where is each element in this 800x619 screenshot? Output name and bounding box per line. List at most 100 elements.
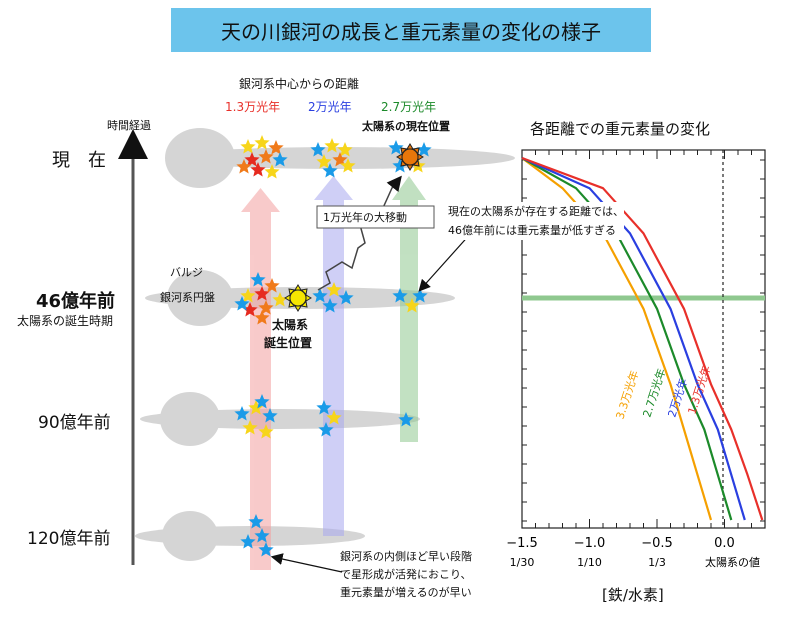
star-icon [326,282,342,297]
radius-label-2: 2万光年 [308,100,352,114]
series-line-2 [521,156,746,521]
epoch-120: 120億年前 [27,529,111,549]
star-icon [264,278,280,293]
star-icon [272,292,288,307]
chart-xlabel: [鉄/水素] [602,586,664,604]
star-icon [240,288,256,303]
sun-current-icon [396,143,424,171]
star-icon [240,534,256,549]
column-2 [323,198,344,536]
star-icon [254,394,270,409]
chart-title: 各距離での重元素量の変化 [530,120,711,138]
star-icon [254,135,270,150]
annotation-line-2: 46億年前には重元素量が低すぎる [448,224,616,237]
title-text: 天の川銀河の成長と重元素量の変化の様子 [221,19,601,44]
stars-past [234,272,428,557]
star-icon [340,158,356,173]
epoch-46-sub: 太陽系の誕生時期 [17,314,114,328]
column-2.7 [400,198,418,442]
x-tick-label: −1.0 [574,536,606,551]
inner-note-line-1: 銀河系の内側ほど早い段階 [340,550,472,563]
migration-label-box [316,205,435,229]
star-icon [392,158,408,173]
star-icon [258,149,274,164]
series-line-1 [521,157,733,521]
star-icon [248,400,264,415]
star-icon [250,162,266,177]
star-icon [242,420,258,435]
star-icon [416,142,432,157]
series-line-3 [521,156,764,521]
annotation-line-1: 現在の太陽系が存在する距離では、 [448,205,624,218]
star-icon [322,298,338,313]
star-icon [254,528,270,543]
x-sub-label: 1/10 [577,556,602,569]
epoch-90: 90億年前 [38,413,111,433]
inner-note-arrow [270,553,343,573]
time-axis-label: 時間経過 [107,119,151,132]
star-icon [258,542,274,557]
star-icon [264,164,280,179]
star-icon [242,302,258,317]
star-icon [312,288,328,303]
star-icon [262,408,278,423]
inner-note: 銀河系の内側ほど早い段階 で星形成が活発におこり、 重元素量が増えるのが早い [340,548,472,602]
x-tick-label: 0.0 [714,536,735,551]
star-icon [338,290,354,305]
galaxy-46 [145,270,455,326]
star-icon [268,140,284,155]
galaxy-90 [140,392,420,446]
star-icon [322,163,338,178]
star-icon [254,286,270,301]
star-icon [250,272,266,287]
star-icon [316,154,332,169]
epoch-now: 現 在 [52,150,106,171]
star-icon [326,410,342,425]
stars-now [236,135,432,179]
star-icon [316,400,332,415]
disk-label: 銀河系円盤 [160,291,215,304]
star-icon [244,152,260,167]
x-sub-label: 太陽系の値 [705,556,760,569]
star-icon [398,412,414,427]
epoch-46: 46億年前 [36,291,116,312]
star-icon [254,310,270,325]
annotation-arrow-left [418,231,473,292]
sun-now-label: 太陽系の現在位置 [362,120,450,133]
series-line-0 [521,157,713,521]
star-icon [240,139,256,154]
x-tick-label: −1.5 [506,536,538,551]
star-icon [234,296,250,311]
star-icon [310,142,326,157]
sun-birth-icon [284,284,312,312]
radius-label-1.3: 1.3万光年 [225,100,281,114]
x-sub-label: 1/30 [510,556,535,569]
star-icon [412,288,428,303]
inner-note-line-2: で星形成が活発におこり、 [340,568,472,581]
star-icon [272,152,288,167]
star-icon [388,140,404,155]
migration-label: 1万光年の大移動 [323,211,407,224]
inner-note-line-3: 重元素量が増えるのが早い [340,586,472,599]
radius-columns [241,176,426,570]
annotation-text: 現在の太陽系が存在する距離では、 46億年前には重元素量が低すぎる [448,202,624,240]
bulge-label: バルジ [170,266,203,279]
star-icon [404,298,420,313]
column-1.3 [250,210,271,570]
page-title: 天の川銀河の成長と重元素量の変化の様子 [171,8,651,52]
star-icon [236,159,252,174]
distance-header: 銀河系中心からの距離 [239,77,360,91]
star-icon [248,514,264,529]
star-icon [332,152,348,167]
star-icon [337,142,353,157]
sun-birth-label-1: 太陽系 [272,318,309,332]
radius-label-2.7: 2.7万光年 [381,100,437,114]
sun-birth-label-2: 誕生位置 [264,336,313,350]
star-icon [234,406,250,421]
x-sub-label: 1/3 [648,556,666,569]
x-tick-label: −0.5 [641,536,673,551]
star-icon [324,138,340,153]
star-icon [318,422,334,437]
star-icon [258,424,274,439]
